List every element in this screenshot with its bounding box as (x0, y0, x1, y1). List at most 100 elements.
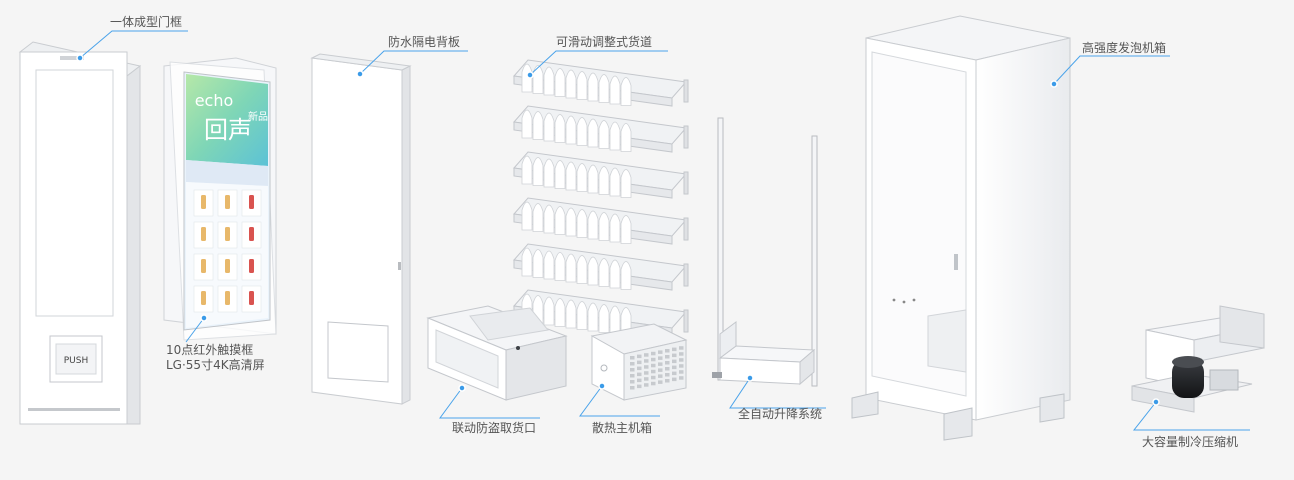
lane-divider (609, 259, 621, 289)
lane-divider (521, 155, 533, 185)
lane-divider (576, 71, 588, 100)
vent-hole (637, 384, 642, 389)
vent-hole (665, 379, 670, 383)
cabinet-part (851, 15, 1071, 441)
vent-hole (672, 365, 677, 370)
vent-hole (637, 360, 642, 365)
screen-big-char: 回声 (204, 116, 252, 144)
lane-divider (587, 72, 599, 102)
lane-divider (554, 160, 566, 189)
lane-divider (609, 213, 621, 243)
lane-divider (565, 299, 577, 329)
vent-hole (679, 376, 684, 380)
vent-hole (672, 353, 677, 358)
label-touch-frame-line2: LG·55寸4K高清屏 (166, 358, 265, 372)
pickup-port-part (426, 305, 568, 401)
lift-system-part (712, 117, 818, 387)
vent-hole (658, 356, 663, 360)
screen-brand-text: echo (195, 91, 234, 110)
callout-door-frame (79, 30, 188, 59)
label-compressor: 大容量制冷压缩机 (1142, 435, 1239, 449)
vent-hole (651, 381, 656, 386)
cooling-vent-grid (630, 346, 684, 390)
shelf-rail (683, 217, 689, 241)
vent-hole (630, 362, 635, 366)
shelf-rail (683, 263, 689, 287)
screen-product-bottle (249, 227, 254, 241)
callout-back-panel (359, 50, 468, 75)
lane-divider (587, 210, 599, 240)
label-back-panel: 防水隔电背板 (388, 35, 461, 49)
vent-hole (679, 352, 684, 356)
vent-hole (658, 350, 663, 354)
lane-divider (587, 118, 599, 148)
lane-divider (521, 247, 533, 277)
lane-divider (598, 166, 610, 195)
lane-divider (598, 120, 610, 149)
door-frame-part (18, 41, 142, 425)
shelf-rail (683, 171, 689, 195)
cargo-lane-part (513, 59, 689, 337)
lane-divider (576, 301, 588, 330)
lane-divider (620, 77, 632, 106)
lane-divider (609, 167, 621, 197)
lane-divider (521, 63, 533, 93)
lane-divider (521, 201, 533, 231)
lane-divider (576, 209, 588, 238)
lane-divider (598, 74, 610, 103)
lane-divider (620, 215, 632, 244)
vent-hole (679, 364, 684, 368)
vent-hole (665, 355, 670, 359)
lane-divider (532, 111, 544, 140)
vent-hole (630, 374, 635, 378)
screen-product-bottle (201, 291, 206, 305)
label-cooling-box: 散热主机箱 (592, 421, 653, 435)
lane-divider (587, 302, 599, 332)
lane-divider (532, 157, 544, 186)
screen-product-bottle (249, 259, 254, 273)
callout-compressor (1132, 401, 1250, 431)
vent-hole (658, 368, 663, 372)
screen-product-bottle (225, 259, 230, 273)
screen-product-bottle (201, 227, 206, 241)
vent-hole (651, 351, 656, 356)
vent-hole (679, 346, 684, 350)
lane-divider (598, 304, 610, 333)
lane-divider (565, 253, 577, 283)
shelf-rail (683, 79, 689, 103)
lane-divider (576, 163, 588, 192)
screen-product-bottle (225, 195, 230, 209)
label-touch-frame-line1: 10点红外触摸框 (166, 343, 254, 357)
vent-hole (672, 359, 677, 364)
lane-divider (620, 169, 632, 198)
vent-hole (679, 358, 684, 362)
label-cargo-lane: 可滑动调整式货道 (556, 35, 653, 49)
lane-divider (532, 65, 544, 94)
lane-divider (598, 258, 610, 287)
vent-hole (651, 363, 656, 368)
vent-hole (679, 370, 684, 374)
vent-hole (651, 357, 656, 362)
lane-divider (543, 296, 555, 326)
lane-divider (609, 121, 621, 151)
cargo-lane-shelf (513, 105, 689, 153)
vent-hole (644, 359, 649, 363)
lane-divider (554, 252, 566, 281)
lane-divider (554, 298, 566, 327)
screen-product-bottle (201, 259, 206, 273)
lane-divider (532, 249, 544, 278)
lane-divider (543, 66, 555, 96)
vent-hole (637, 372, 642, 377)
cargo-lane-shelf (513, 59, 689, 107)
label-touch-frame: 10点红外触摸框 LG·55寸4K高清屏 (166, 343, 296, 373)
vent-hole (644, 371, 649, 375)
vent-hole (658, 362, 663, 366)
vent-hole (644, 383, 649, 387)
lane-divider (620, 261, 632, 290)
lane-divider (521, 109, 533, 139)
callout-lift-system (729, 377, 826, 409)
lane-divider (609, 305, 621, 335)
lane-divider (554, 114, 566, 143)
callout-cargo-lane (529, 50, 668, 76)
screen-product-bottle (225, 227, 230, 241)
